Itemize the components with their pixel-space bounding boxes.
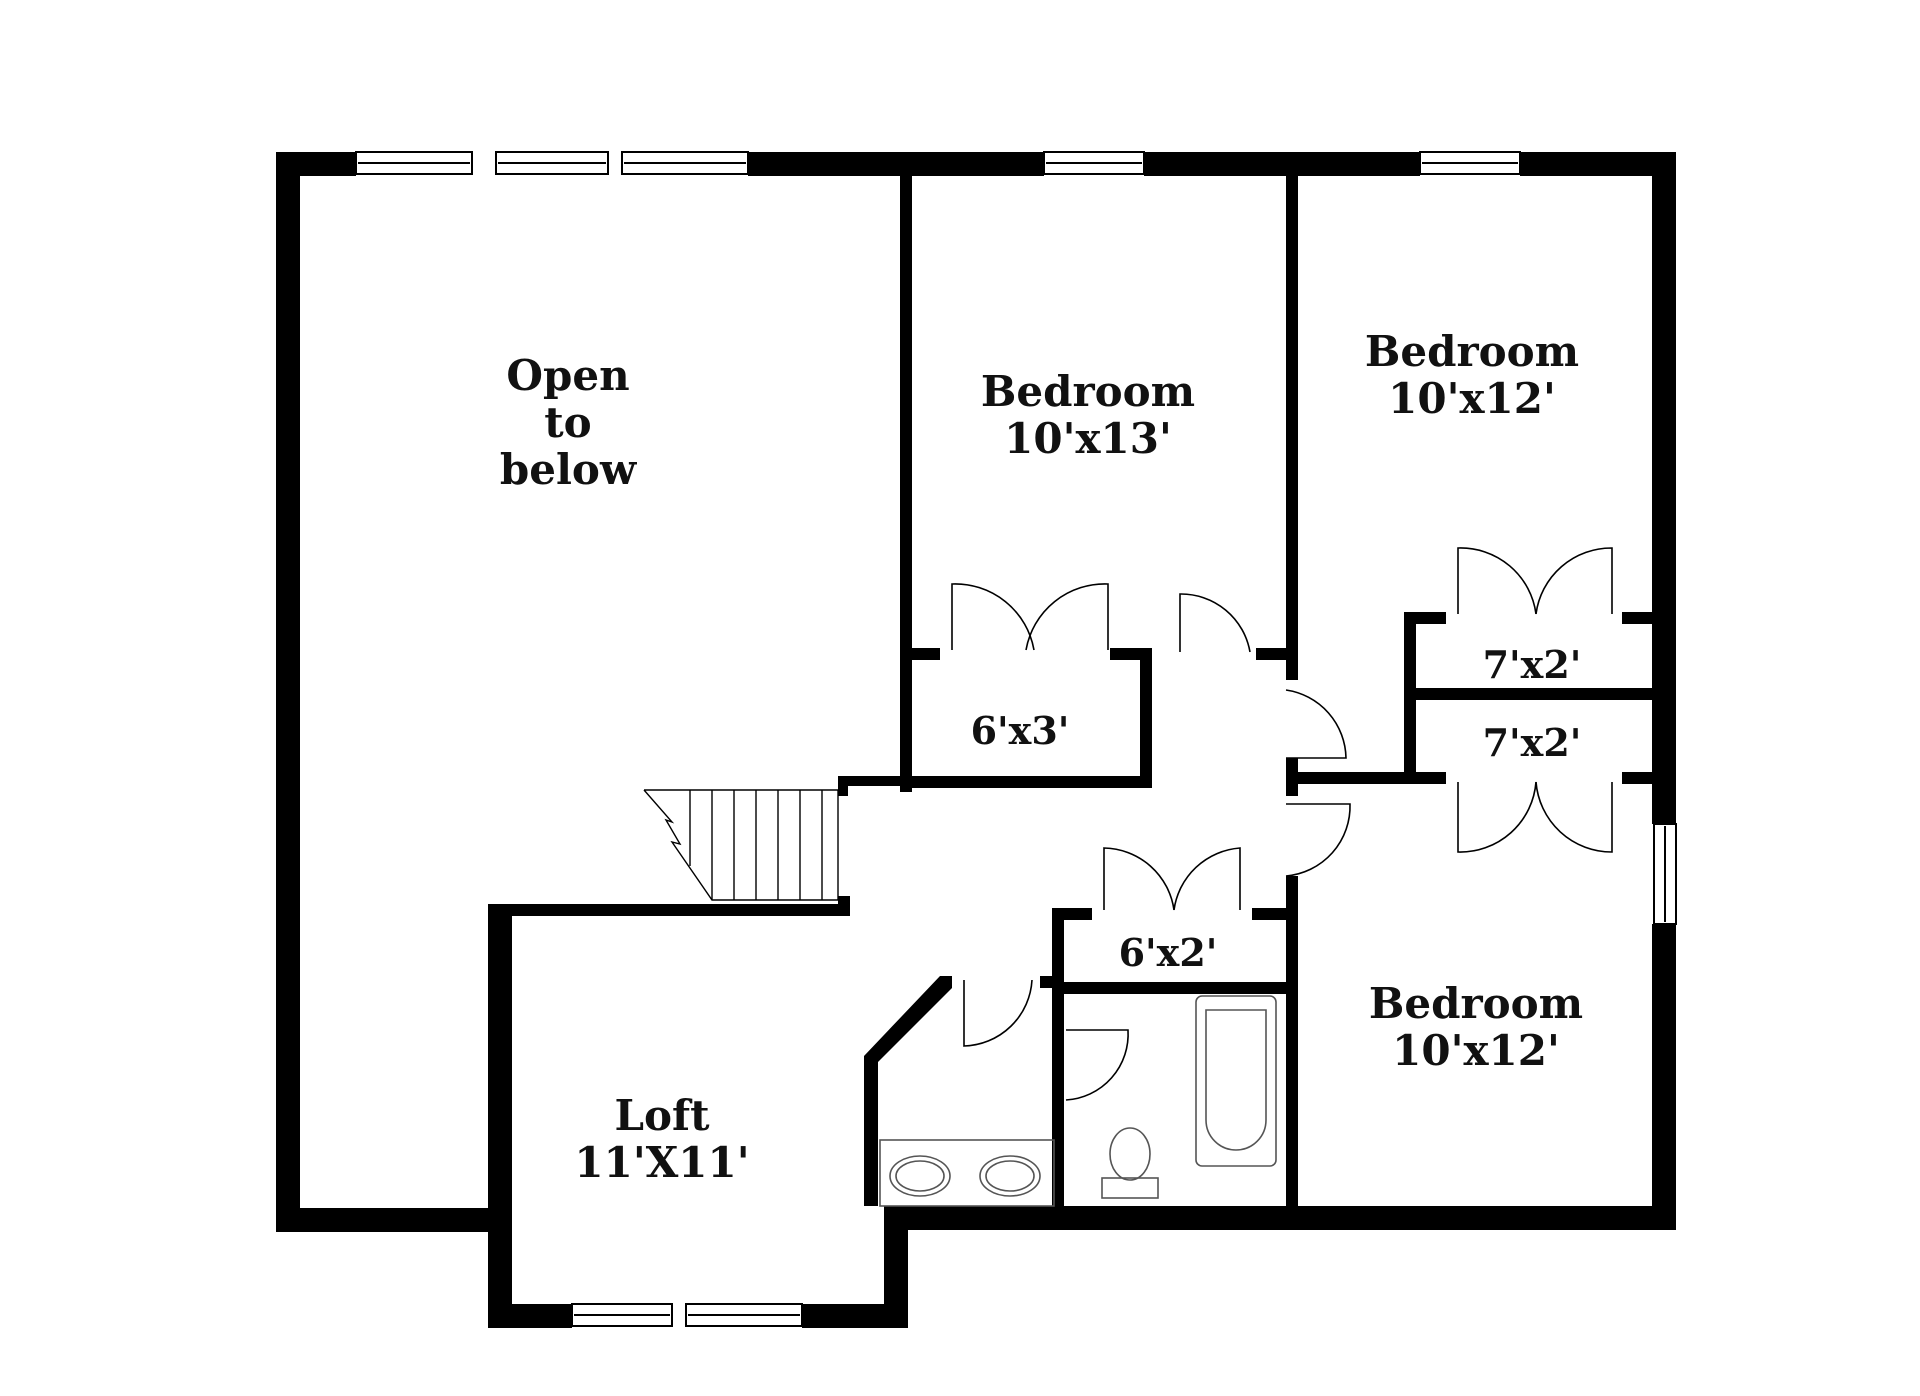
label-bedroom-2: Bedroom 10'x12'	[1352, 328, 1592, 422]
label-closet-6x3: 6'x3'	[970, 708, 1070, 753]
doors	[951, 547, 1613, 1101]
window-top-3	[621, 151, 749, 175]
vanity-counter	[879, 1139, 1055, 1207]
door-closet-7x2-a-left	[1457, 547, 1537, 615]
open-line-2: to	[544, 398, 592, 448]
door-toilet-room	[1065, 1029, 1129, 1101]
loft-size: 11'X11'	[574, 1138, 750, 1188]
window-bottom-2	[685, 1303, 803, 1327]
bathtub-icon	[1195, 995, 1277, 1167]
bedroom-1-size: 10'x13'	[1004, 414, 1172, 464]
bedroom-2-name: Bedroom	[1364, 327, 1580, 376]
windows	[355, 151, 1677, 1327]
door-closet-6x3-left	[951, 583, 1035, 651]
door-bath-entry	[963, 979, 1033, 1047]
open-line-1: Open	[506, 351, 630, 400]
sink-icon	[979, 1155, 1041, 1197]
loft-name: Loft	[614, 1091, 710, 1140]
bedroom-2-size: 10'x12'	[1388, 374, 1556, 424]
window-top-2	[495, 151, 609, 175]
door-bedroom-3	[1285, 803, 1351, 877]
door-closet-6x3-right	[1025, 583, 1109, 651]
window-top-1	[355, 151, 473, 175]
bedroom-1-name: Bedroom	[980, 367, 1196, 416]
label-loft: Loft 11'X11'	[562, 1092, 762, 1186]
interior-walls	[496, 172, 1662, 1210]
door-closet-6x2-right	[1173, 847, 1241, 911]
door-closet-7x2-a-right	[1535, 547, 1613, 615]
label-closet-6x2: 6'x2'	[1118, 930, 1218, 975]
bedroom-3-name: Bedroom	[1368, 979, 1584, 1028]
door-bedroom-2	[1285, 689, 1347, 759]
open-line-3: below	[499, 445, 637, 495]
stairs	[643, 789, 839, 901]
sink-icon	[889, 1155, 951, 1197]
window-top-4	[1043, 151, 1145, 175]
label-bedroom-1: Bedroom 10'x13'	[968, 368, 1208, 462]
door-closet-6x2-left	[1103, 847, 1175, 911]
label-closet-7x2-a: 7'x2'	[1482, 642, 1582, 687]
door-bedroom-1	[1179, 593, 1251, 653]
label-open-to-below: Open to below	[478, 352, 658, 493]
door-closet-7x2-b-right	[1535, 781, 1613, 853]
toilet-icon	[1109, 1127, 1151, 1181]
bath-fixtures	[879, 995, 1277, 1207]
window-bottom-1	[571, 1303, 673, 1327]
exterior-walls	[276, 152, 1676, 1328]
label-bedroom-3: Bedroom 10'x12'	[1356, 980, 1596, 1074]
bedroom-3-size: 10'x12'	[1392, 1026, 1560, 1076]
toilet-tank	[1101, 1177, 1159, 1199]
window-top-5	[1419, 151, 1521, 175]
window-right	[1653, 823, 1677, 925]
label-closet-7x2-b: 7'x2'	[1482, 720, 1582, 765]
door-closet-7x2-b-left	[1457, 781, 1537, 853]
